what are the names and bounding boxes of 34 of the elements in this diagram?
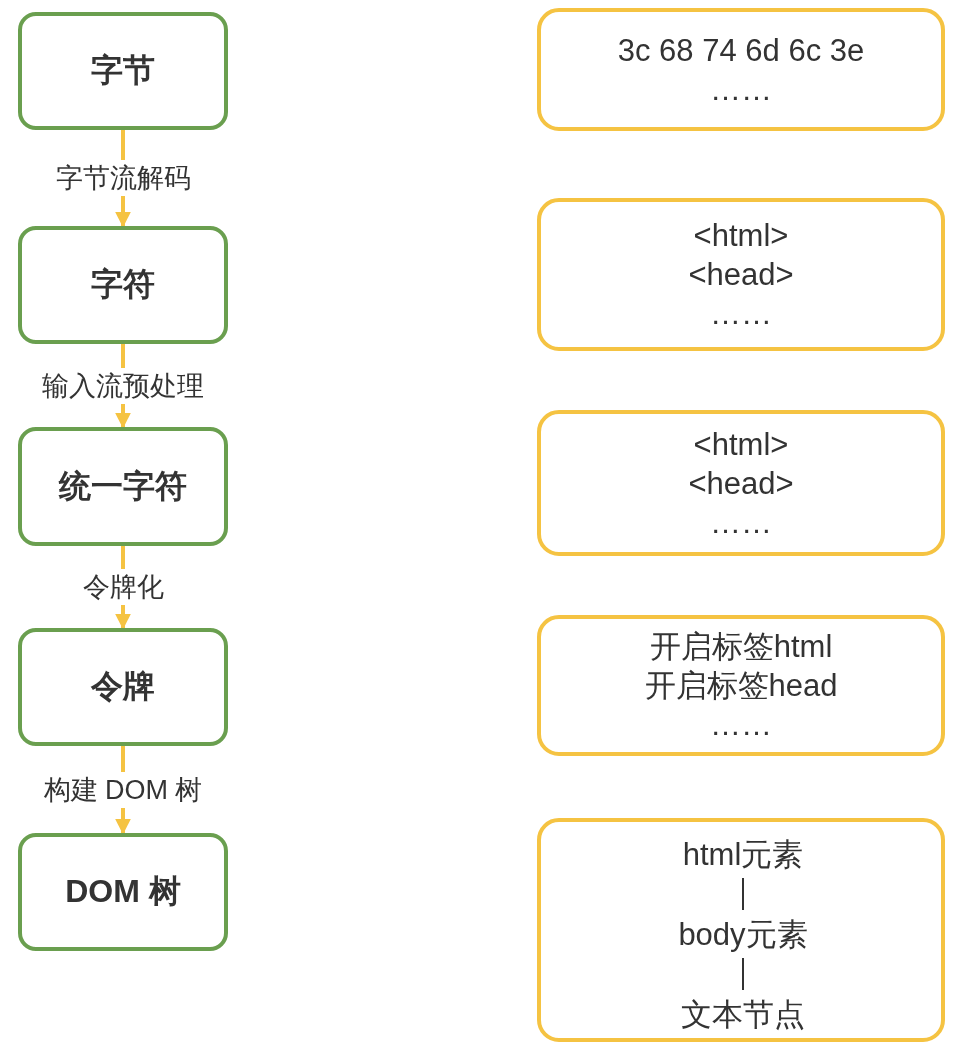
box-text: 统一字符 [59,466,187,506]
connector-line [742,957,744,991]
edge-label: 令牌化 [80,569,166,605]
box-text: DOM 树 [65,872,181,911]
tree-node-label: 文本节点 [541,994,945,1034]
example-box [537,8,945,131]
process-box [18,226,228,344]
box-text: 字符 [91,265,155,304]
edge-label: 输入流预处理 [40,367,206,404]
process-box [18,833,228,951]
box-text: 令牌 [91,667,155,706]
tree-node-label: html元素 [541,834,945,874]
example-box [537,410,945,556]
box-text: 开启标签head [644,667,838,705]
box-text: …… [710,503,772,542]
edge-label: 字节流解码 [53,160,193,196]
box-text: …… [710,70,772,109]
example-box [537,198,945,351]
box-text: …… [710,706,772,744]
box-text: 开启标签html [649,628,833,666]
box-text: 3c 68 74 6d 6c 3e [617,31,865,70]
process-box [18,427,228,546]
connector-line [742,877,744,911]
process-box [18,628,228,746]
process-box [18,12,228,130]
box-text: 字节 [91,51,155,90]
example-box [537,818,945,1042]
tree-node-label: body元素 [541,914,945,954]
box-text: <head> [688,464,794,503]
example-box [537,615,945,756]
box-text: …… [710,295,772,333]
box-text: <head> [688,256,794,294]
box-text: <html> [693,425,789,464]
box-text: <html> [693,217,789,255]
